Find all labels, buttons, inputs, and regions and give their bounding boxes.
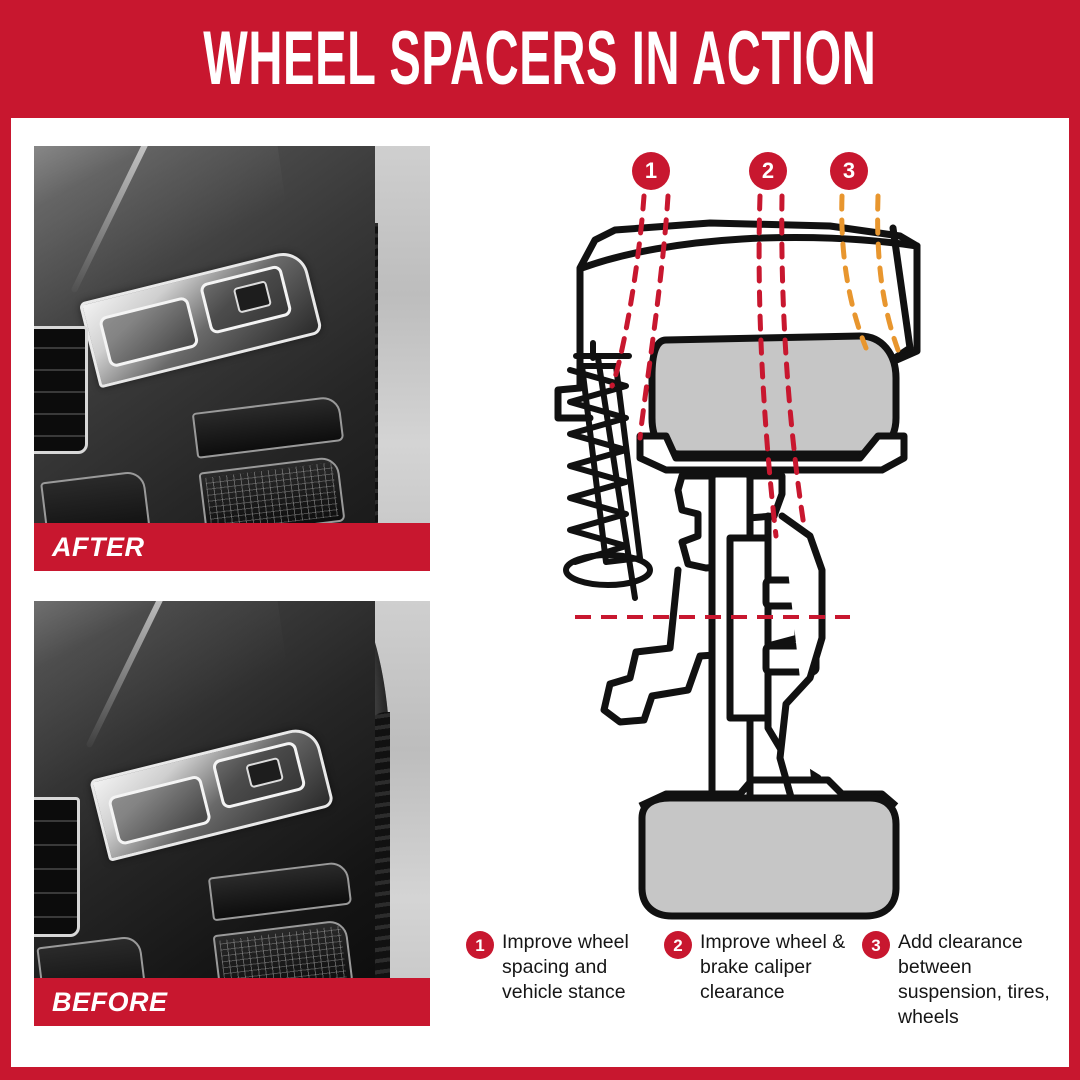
legend-num-2: 2 — [664, 931, 692, 959]
suspension-diagram — [430, 118, 1070, 938]
legend-text-1: Improve wheel spacing and vehicle stance — [502, 931, 629, 1003]
legend-num-3: 3 — [862, 931, 890, 959]
grille-slat — [34, 347, 85, 349]
coil-spring-strut — [563, 340, 653, 601]
upper-tire — [636, 332, 908, 474]
headlight-ring-outer — [106, 774, 213, 847]
wheel-well-top-arc — [578, 233, 921, 272]
grille-slat — [34, 844, 77, 846]
grille-slat — [34, 435, 85, 437]
grille-slat — [34, 369, 85, 371]
callout-3-lines — [839, 193, 901, 353]
grille-slat — [34, 391, 85, 393]
photo-after: AFTER — [34, 146, 430, 571]
callout-3-line-a — [839, 193, 869, 351]
callout-2-line-a — [756, 193, 779, 539]
legend: 1 Improve wheel spacing and vehicle stan… — [466, 930, 1066, 1030]
fender-lip-inner — [888, 242, 921, 366]
photo-before-label: BEFORE — [52, 986, 168, 1017]
callout-circle-1-label: 1 — [644, 158, 658, 183]
callout-circle-3-label: 3 — [842, 158, 856, 183]
photo-after-artwork — [34, 146, 430, 571]
grille-slat — [34, 820, 77, 822]
grille-slat — [34, 868, 77, 870]
steering-knuckle — [600, 566, 734, 726]
callout-1-line-b — [637, 193, 671, 441]
upper-tire-rim-flange — [636, 432, 908, 474]
kidney-grille — [34, 797, 80, 937]
legend-text-3: Add clearance between suspension, tires,… — [898, 931, 1050, 1028]
grille-slat — [34, 413, 85, 415]
mesh-texture — [205, 462, 339, 532]
coil-spring — [567, 367, 629, 565]
callout-circle-2: 2 — [749, 152, 787, 190]
lower-tire-rim-flange — [638, 776, 899, 810]
strut-rod — [573, 340, 632, 361]
suspension-diagram-svg — [554, 193, 921, 920]
content-canvas: AFTER — [11, 118, 1069, 1067]
legend-item-1: 1 Improve wheel spacing and vehicle stan… — [466, 930, 664, 1030]
hub-brake-assembly — [600, 470, 826, 882]
callout-2-lines — [756, 193, 807, 539]
headlight-ring-outer — [97, 295, 200, 369]
legend-item-2: 2 Improve wheel & brake caliper clearanc… — [664, 930, 862, 1030]
photo-before-artwork — [34, 601, 430, 1026]
callout-circle-1: 1 — [632, 152, 670, 190]
upper-tire-body — [648, 332, 900, 458]
header-banner: WHEEL SPACERS IN ACTION — [0, 0, 1080, 118]
callout-2-line-b — [779, 193, 807, 529]
grille-slat — [34, 892, 77, 894]
legend-item-3: 3 Add clearance between suspension, tire… — [862, 930, 1066, 1030]
photo-before-label-band: BEFORE — [34, 978, 430, 1026]
photo-after-label: AFTER — [52, 531, 145, 562]
callout-3-line-b — [875, 193, 901, 353]
callout-1-line-a — [609, 193, 647, 389]
legend-text-2: Improve wheel & brake caliper clearance — [700, 931, 846, 1003]
lower-tire-body — [638, 794, 900, 920]
legend-num-1: 1 — [466, 931, 494, 959]
callout-1-lines — [609, 193, 671, 441]
grille-slat — [34, 916, 77, 918]
photo-after-label-band: AFTER — [34, 523, 430, 571]
hub-body — [726, 534, 772, 722]
lower-tire — [638, 776, 900, 920]
callout-circle-3: 3 — [830, 152, 868, 190]
page-title: WHEEL SPACERS IN ACTION — [203, 16, 877, 101]
kidney-grille — [34, 326, 88, 454]
callout-circle-2-label: 2 — [761, 158, 775, 183]
wheel-well-left-step — [554, 384, 594, 422]
photo-before: BEFORE — [34, 601, 430, 1026]
spring-seat — [563, 552, 653, 588]
